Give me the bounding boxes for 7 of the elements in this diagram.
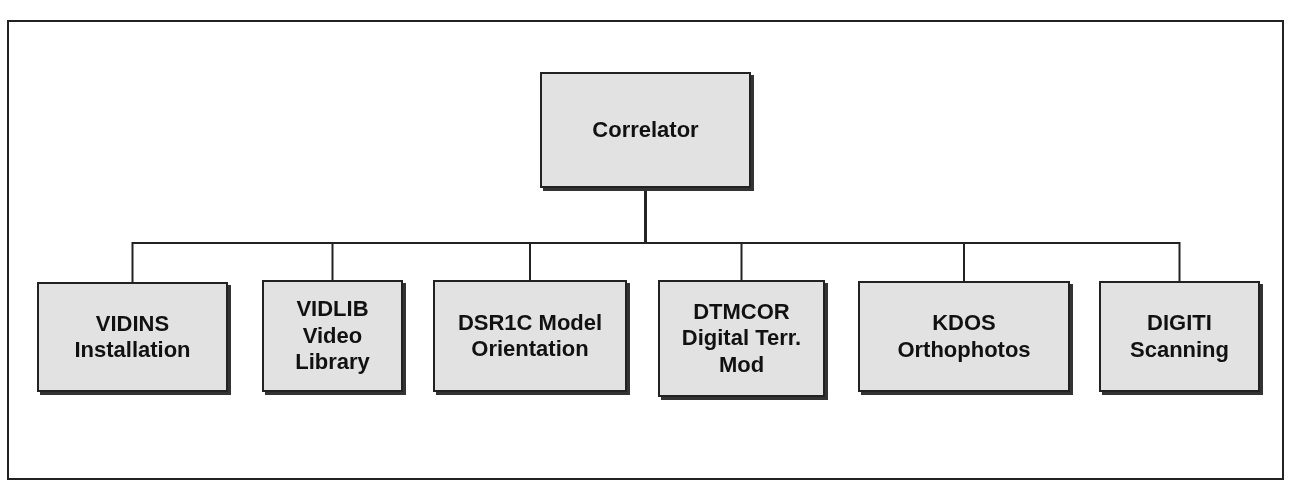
module-box: DIGITI Scanning (1099, 281, 1260, 392)
module-box: DSR1C Model Orientation (433, 280, 627, 392)
module-box: DTMCOR Digital Terr. Mod (658, 280, 825, 397)
module-box: KDOS Orthophotos (858, 281, 1070, 392)
root-box: Correlator (540, 72, 751, 188)
module-box: VIDINS Installation (37, 282, 228, 392)
module-box: VIDLIB Video Library (262, 280, 403, 392)
